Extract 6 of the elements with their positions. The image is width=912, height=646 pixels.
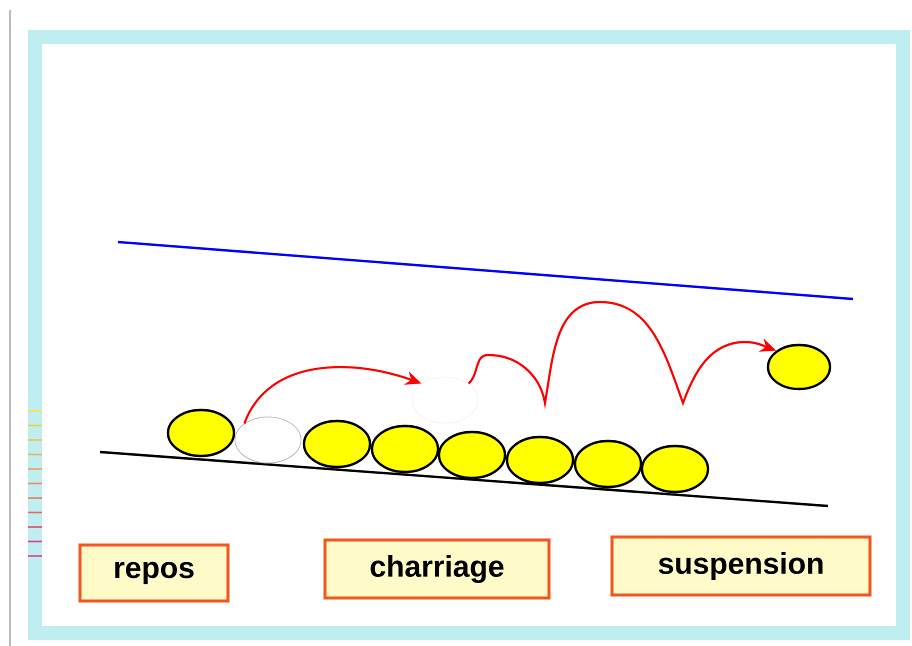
ghost-ball: [234, 416, 302, 464]
label-box: charriage: [324, 538, 550, 600]
ghost-ball: [412, 376, 478, 424]
ball: [766, 344, 832, 390]
label-box: repos: [78, 544, 230, 602]
label-box: suspension: [610, 536, 872, 596]
